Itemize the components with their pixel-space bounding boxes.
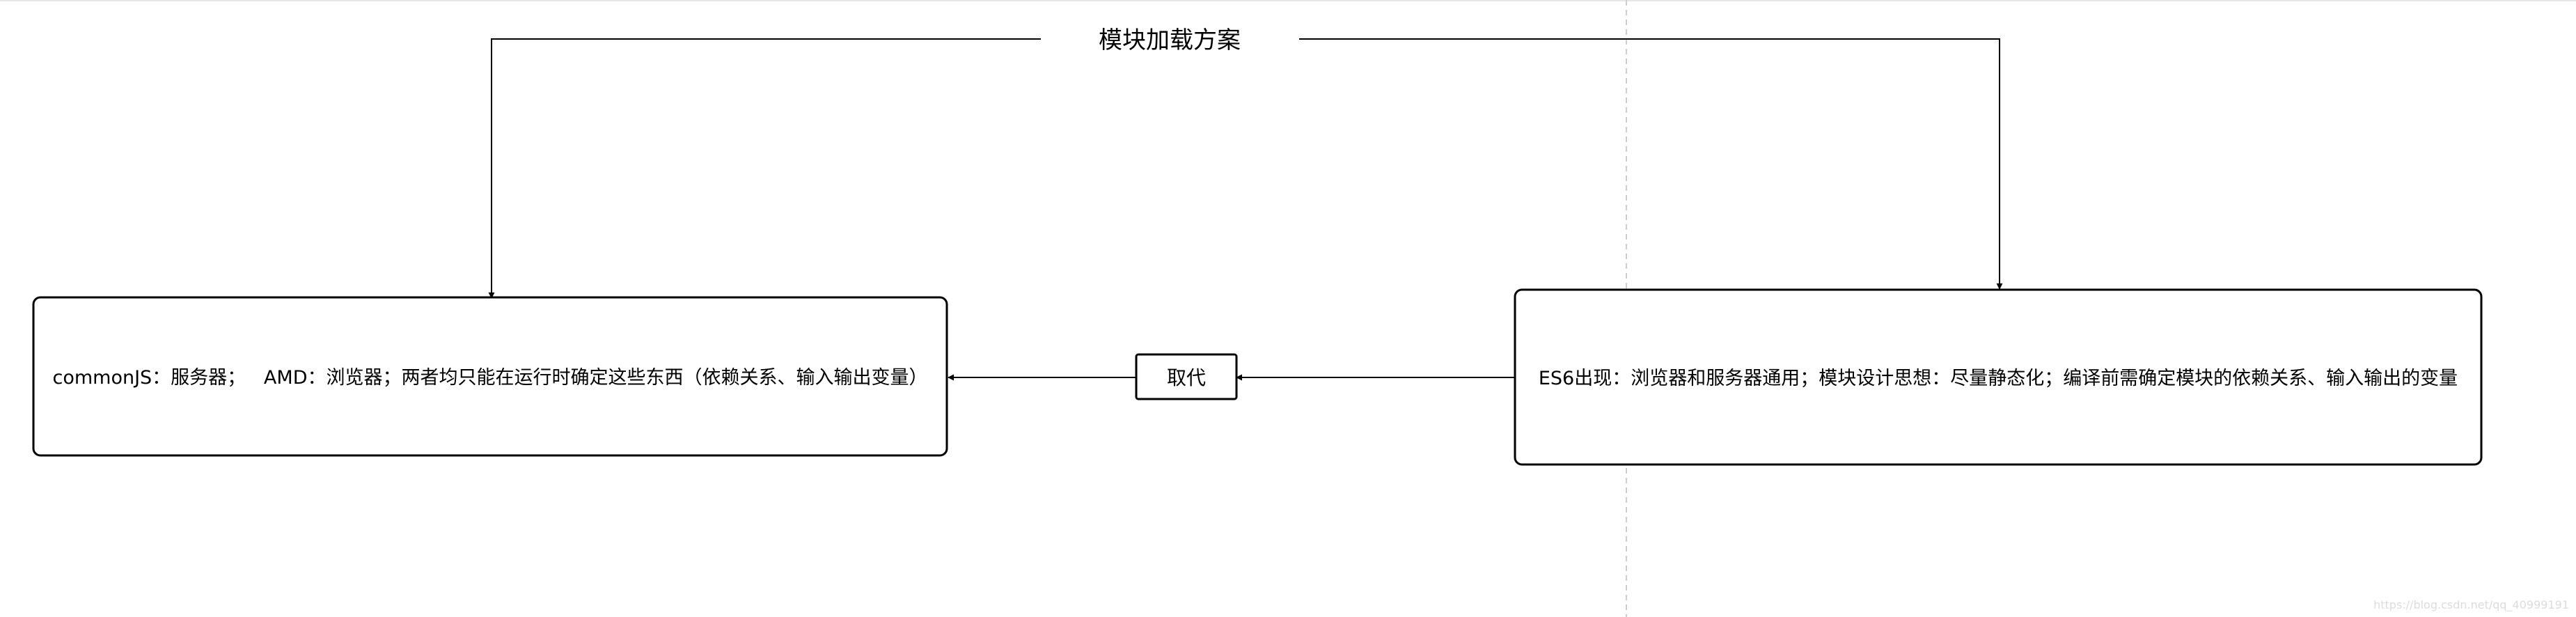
- connector-title-to-left: [488, 38, 1041, 299]
- connector-title-to-right: [1299, 38, 2003, 290]
- right-box-text: ES6出现：浏览器和服务器通用；模块设计思想：尽量静态化；编译前需确定模块的依赖…: [1539, 368, 2458, 389]
- left-box-text: commonJS：服务器； AMD：浏览器；两者均只能在运行时确定这些东西（依赖…: [52, 367, 927, 389]
- right-box-node[interactable]: ES6出现：浏览器和服务器通用；模块设计思想：尽量静态化；编译前需确定模块的依赖…: [1514, 288, 2483, 466]
- replace-label-text: 取代: [1167, 366, 1206, 389]
- left-box-node[interactable]: commonJS：服务器； AMD：浏览器；两者均只能在运行时确定这些东西（依赖…: [32, 296, 948, 457]
- replace-label-node[interactable]: 取代: [1135, 353, 1238, 400]
- watermark-text: https://blog.csdn.net/qq_40999191: [2373, 598, 2569, 612]
- diagram-title: 模块加载方案: [1099, 26, 1241, 54]
- replace-label-shape: [1135, 353, 1238, 400]
- left-box-shape: [32, 296, 948, 457]
